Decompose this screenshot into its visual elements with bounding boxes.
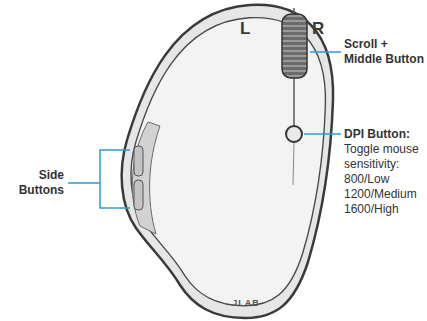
button-letter: L (240, 20, 260, 38)
callout-note: 800/Low (344, 172, 425, 187)
callout-label: Scroll + Middle Button (344, 37, 425, 67)
brand-logo: JLAB (226, 298, 266, 308)
callout-label: DPI Button: (344, 127, 425, 142)
callout-note: 1200/Medium (344, 187, 425, 202)
side-button-back (134, 180, 143, 210)
mouse-body (122, 5, 333, 318)
dpi-button (286, 126, 302, 142)
scroll-wheel (282, 14, 307, 78)
button-split-line-lower (293, 143, 294, 185)
scroll-leader (310, 51, 341, 53)
button-letter: R (312, 20, 328, 38)
callout-label: Side Buttons (4, 168, 64, 198)
side-button-front (134, 146, 143, 176)
side-grip (132, 122, 160, 234)
callout-note: 1600/High (344, 202, 425, 217)
side-buttons-bracket (68, 150, 130, 208)
callout-note: Toggle mouse sensitivity: (344, 142, 425, 172)
dpi-leader (304, 133, 341, 135)
